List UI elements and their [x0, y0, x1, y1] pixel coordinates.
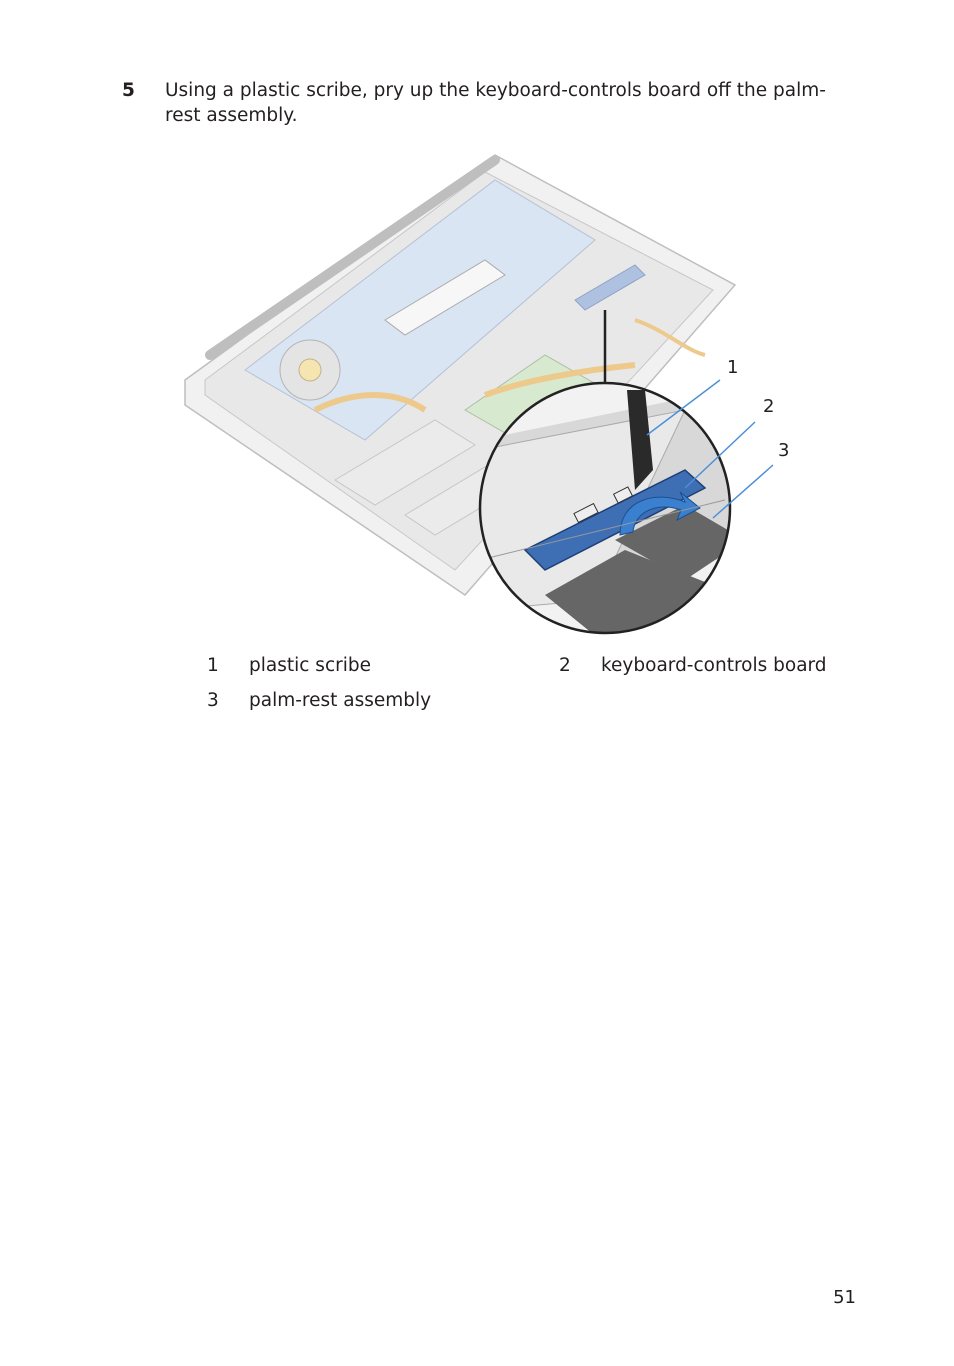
legend-num-1: 1: [207, 655, 219, 676]
page-number: 51: [833, 1287, 856, 1308]
callout-line-1: [646, 379, 721, 436]
illustration: 1 2 3: [165, 140, 795, 640]
callout-2: 2: [763, 396, 775, 417]
legend-label-1: plastic scribe: [249, 655, 371, 676]
plastic-scribe: [627, 390, 653, 490]
step-number: 5: [122, 80, 135, 101]
callout-1: 1: [727, 357, 739, 378]
keyboard-controls-board-small: [574, 264, 646, 311]
step-text: Using a plastic scribe, pry up the keybo…: [165, 80, 826, 126]
callout-line-3: [712, 464, 774, 519]
legend-num-3: 3: [207, 690, 219, 711]
legend-label-3: palm-rest assembly: [249, 690, 432, 711]
laptop-illustration: [184, 154, 774, 635]
lift-arrow: [619, 491, 701, 536]
callout-3: 3: [778, 440, 790, 461]
zoom-detail: [478, 381, 732, 635]
callout-line-2: [684, 421, 756, 489]
ssd: [384, 259, 506, 336]
legend-num-2: 2: [559, 655, 571, 676]
hinge: [205, 155, 500, 360]
legend-label-2: keyboard-controls board: [601, 655, 827, 676]
battery-left: [334, 419, 476, 506]
